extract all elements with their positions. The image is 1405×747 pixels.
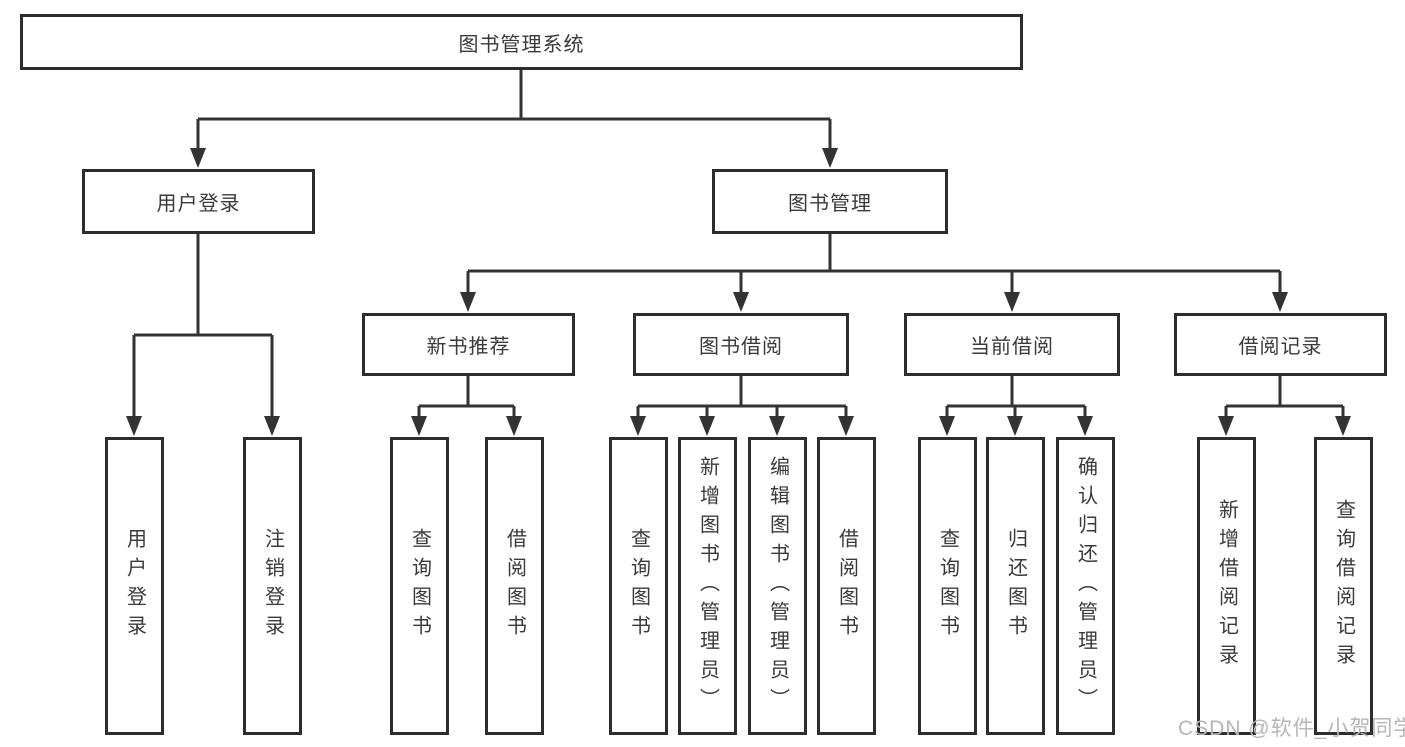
leaf-add-book-admin-label: 新增图书（管理员） xyxy=(696,455,719,717)
node-current-borrowing: 当前借阅 xyxy=(904,313,1120,376)
leaf-query-borrow-record: 查询借阅记录 xyxy=(1314,437,1373,735)
leaf-query-books-borrowing: 查询图书 xyxy=(609,437,668,735)
node-borrowing-records: 借阅记录 xyxy=(1174,313,1387,376)
node-user-login-label: 用户登录 xyxy=(156,193,241,215)
node-book-management: 图书管理 xyxy=(712,169,948,234)
leaf-add-borrow-record-label: 新增借阅记录 xyxy=(1215,499,1238,673)
leaf-query-books-recommend-label: 查询图书 xyxy=(408,528,431,644)
arrowheads xyxy=(126,148,1351,436)
leaf-confirm-return-admin: 确认归还（管理员） xyxy=(1056,437,1115,735)
leaf-query-books-borrowing-label: 查询图书 xyxy=(627,528,650,644)
node-root: 图书管理系统 xyxy=(20,14,1023,70)
leaf-borrow-books-recommend: 借阅图书 xyxy=(485,437,544,735)
leaf-return-books: 归还图书 xyxy=(986,437,1045,735)
node-book-borrowing-label: 图书借阅 xyxy=(699,336,783,358)
leaf-borrow-books-recommend-label: 借阅图书 xyxy=(503,528,526,644)
leaf-borrow-books-label: 借阅图书 xyxy=(835,528,858,644)
node-new-book-recommend-label: 新书推荐 xyxy=(426,336,511,358)
node-book-management-label: 图书管理 xyxy=(788,193,872,215)
node-new-book-recommend: 新书推荐 xyxy=(362,313,575,376)
node-borrowing-records-label: 借阅记录 xyxy=(1238,336,1323,358)
leaf-query-books-current-label: 查询图书 xyxy=(936,528,959,644)
leaf-edit-book-admin: 编辑图书（管理员） xyxy=(748,437,807,735)
node-book-borrowing: 图书借阅 xyxy=(633,313,849,376)
leaf-query-books-current: 查询图书 xyxy=(918,437,977,735)
leaf-add-book-admin: 新增图书（管理员） xyxy=(678,437,737,735)
leaf-borrow-books: 借阅图书 xyxy=(817,437,876,735)
leaf-confirm-return-admin-label: 确认归还（管理员） xyxy=(1074,455,1097,717)
node-user-login: 用户登录 xyxy=(82,169,315,234)
leaf-query-books-recommend: 查询图书 xyxy=(390,437,449,735)
leaf-user-login: 用户登录 xyxy=(105,437,164,735)
leaf-logout: 注销登录 xyxy=(243,437,302,735)
leaf-add-borrow-record: 新增借阅记录 xyxy=(1197,437,1256,735)
leaf-return-books-label: 归还图书 xyxy=(1004,528,1027,644)
leaf-user-login-label: 用户登录 xyxy=(123,528,146,644)
node-root-label: 图书管理系统 xyxy=(458,33,585,56)
leaf-query-borrow-record-label: 查询借阅记录 xyxy=(1332,499,1355,673)
leaf-edit-book-admin-label: 编辑图书（管理员） xyxy=(766,455,789,717)
leaf-logout-label: 注销登录 xyxy=(261,528,284,644)
csdn-watermark: CSDN @软件_小贺同学 xyxy=(1178,717,1405,740)
node-current-borrowing-label: 当前借阅 xyxy=(970,336,1054,358)
